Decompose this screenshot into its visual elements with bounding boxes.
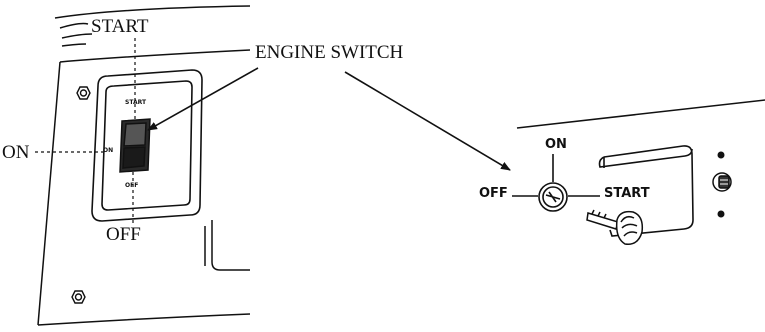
hex-screw-icon [71, 290, 86, 304]
off-label-right: OFF [479, 186, 508, 201]
engine-switch-label: ENGINE SWITCH [255, 42, 404, 63]
off-label-small: OFF [125, 182, 139, 189]
start-label-left: START [91, 16, 149, 37]
rocker-switch-bezel [91, 69, 203, 222]
on-label-left: ON [2, 142, 30, 163]
on-label-small: ON [103, 147, 114, 154]
left-generator-panel [37, 5, 251, 326]
callout-arrows [147, 67, 511, 171]
dashed-leader-lines [35, 38, 136, 225]
fuel-knob-icon [712, 172, 732, 192]
key-switch [538, 182, 568, 212]
hex-screw-icon [76, 86, 91, 100]
on-label-right: ON [545, 137, 567, 152]
start-label-right: START [604, 186, 650, 201]
switch-position-lines [512, 154, 600, 197]
right-generator-panel [516, 99, 765, 129]
start-label-small: START [125, 99, 147, 106]
rocker-switch [119, 118, 151, 173]
off-label-left: OFF [106, 224, 141, 245]
key-icon [586, 209, 644, 245]
screw-dot-icon [717, 151, 725, 218]
